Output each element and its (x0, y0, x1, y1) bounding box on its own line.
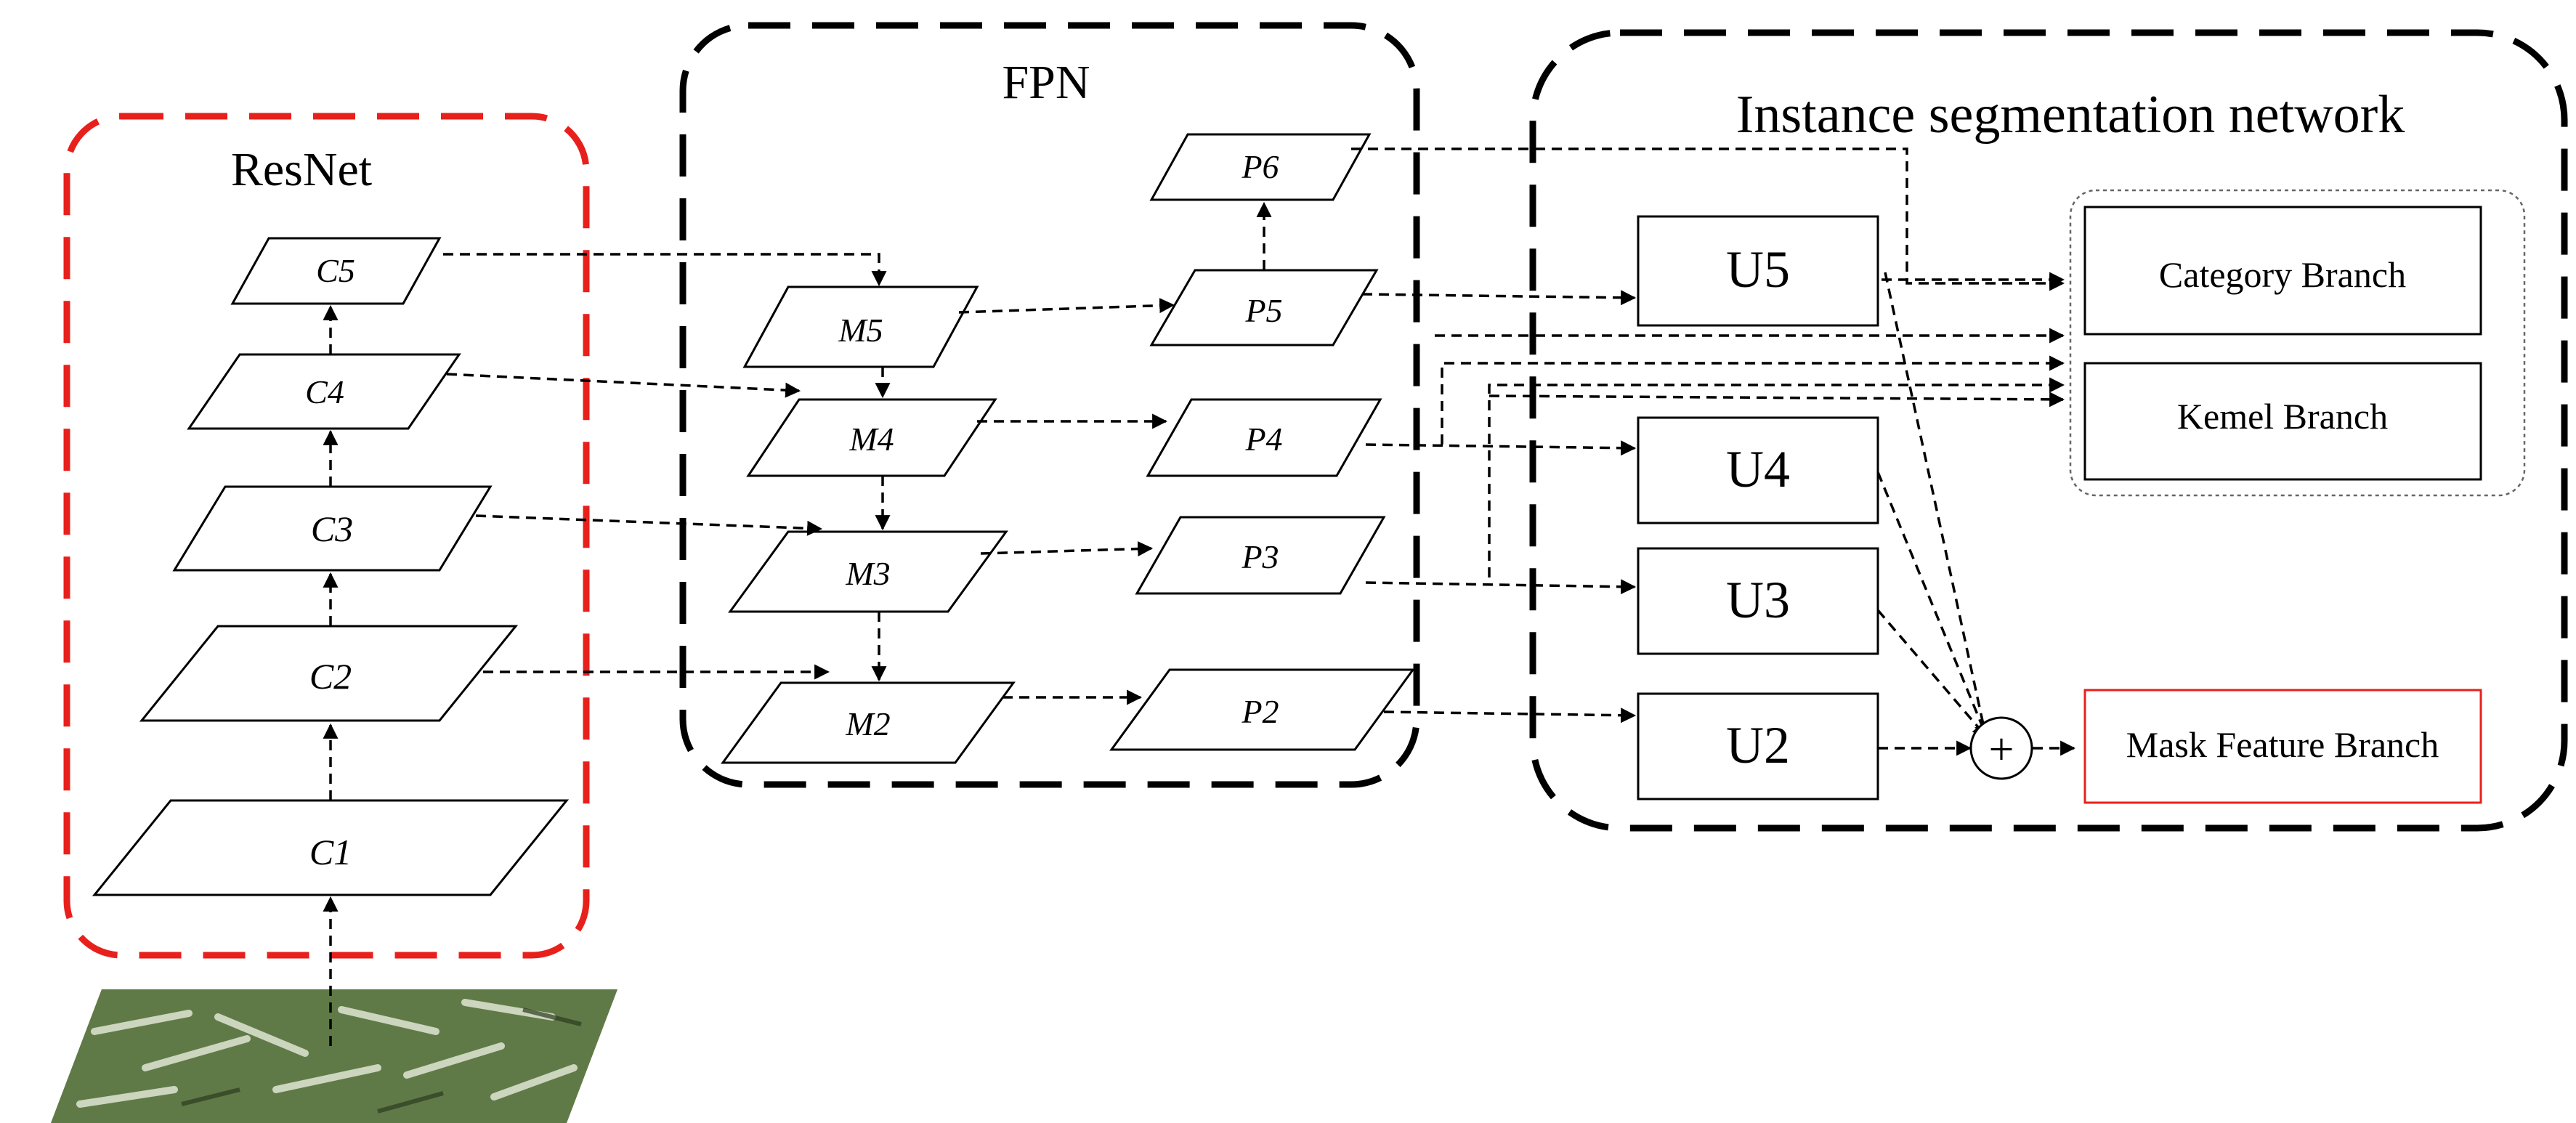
fpn-top-down-arrows (871, 367, 891, 682)
instance-group-border (1529, 29, 2568, 832)
input-image (51, 989, 617, 1123)
category-kernel-branch-container (2069, 189, 2526, 497)
resnet-layer-c1: C1 (92, 799, 570, 896)
fpn-layer-m2: M2 (721, 681, 1016, 764)
fpn-layer-p6: P6 (1149, 133, 1372, 201)
kernel-branch-box: Kemel Branch (2083, 362, 2482, 481)
svg-text:U3: U3 (1726, 571, 1790, 629)
u-to-sum-arrows (1876, 272, 1992, 756)
svg-text:U2: U2 (1726, 716, 1790, 774)
svg-text:C5: C5 (316, 252, 355, 289)
svg-text:M3: M3 (845, 555, 890, 592)
svg-text:P6: P6 (1241, 148, 1279, 185)
fpn-layer-m4: M4 (746, 398, 997, 477)
fpn-layer-p2: P2 (1109, 668, 1415, 751)
fpn-layer-p5: P5 (1149, 269, 1379, 346)
resnet-layer-c3: C3 (172, 485, 493, 572)
svg-text:M2: M2 (845, 705, 890, 742)
features-to-branches-arrows (1351, 147, 2065, 577)
resnet-title: ResNet (231, 143, 372, 196)
svg-text:P4: P4 (1244, 421, 1282, 458)
resnet-group-border (63, 113, 590, 959)
svg-text:U5: U5 (1726, 240, 1790, 299)
sum-node: + (1969, 716, 2033, 780)
fpn-layer-p4: P4 (1146, 398, 1382, 477)
resnet-layer-c5: C5 (230, 237, 442, 305)
mask-feature-branch-box: Mask Feature Branch (2083, 689, 2482, 804)
p-to-u-arrows (1361, 290, 1637, 723)
u-block-u4: U4 (1637, 416, 1879, 524)
m-to-p-arrows (958, 298, 1175, 705)
svg-text:Kemel Branch: Kemel Branch (2177, 396, 2388, 437)
svg-text:M4: M4 (848, 421, 894, 458)
u-block-u5: U5 (1637, 215, 1879, 327)
svg-text:C2: C2 (309, 656, 352, 697)
svg-text:P5: P5 (1244, 292, 1282, 329)
resnet-layer-c4: C4 (187, 353, 461, 430)
u-block-u3: U3 (1637, 547, 1879, 655)
resnet-to-fpn-arrows (443, 253, 887, 680)
svg-text:M5: M5 (838, 312, 883, 349)
fpn-layer-p3: P3 (1135, 516, 1386, 595)
instance-segmentation-title: Instance segmentation network (1736, 85, 2405, 145)
u-block-u2: U2 (1637, 692, 1879, 800)
svg-text:U4: U4 (1726, 440, 1790, 498)
svg-text:+: + (1989, 725, 2014, 774)
svg-text:C1: C1 (309, 832, 352, 872)
fpn-title: FPN (1002, 56, 1090, 109)
svg-text:C3: C3 (311, 508, 353, 549)
svg-text:Category Branch: Category Branch (2159, 254, 2406, 295)
svg-text:C4: C4 (305, 373, 344, 410)
svg-text:P3: P3 (1241, 538, 1279, 575)
fpn-group-border (679, 22, 1420, 788)
fpn-layer-m5: M5 (742, 285, 979, 368)
category-branch-box: Category Branch (2083, 206, 2482, 336)
svg-text:P2: P2 (1241, 693, 1279, 730)
fpn-layer-m3: M3 (728, 530, 1008, 613)
svg-text:Mask Feature Branch: Mask Feature Branch (2126, 724, 2439, 765)
resnet-layer-c2: C2 (139, 625, 519, 722)
